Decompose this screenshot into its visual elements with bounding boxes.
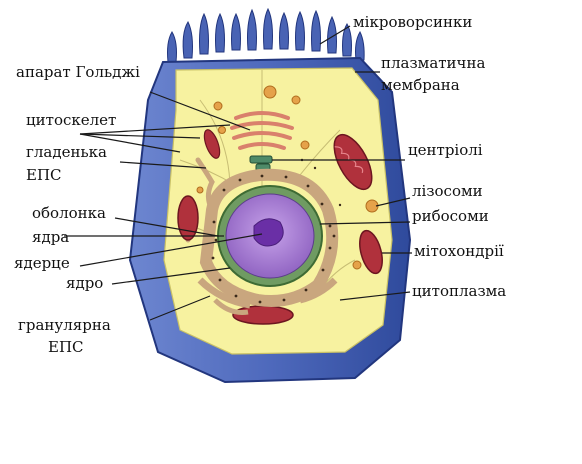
mitochondria <box>177 129 383 325</box>
label-envelope-line1: оболонка <box>32 204 106 222</box>
label-nucleolus: ядерце <box>14 254 70 272</box>
label-golgi: апарат Гольджі <box>16 63 140 81</box>
leader-lines <box>64 25 412 321</box>
rough-er <box>197 168 339 315</box>
label-rough-er-line1: гранулярна <box>18 316 111 334</box>
label-lysosomes: лізосоми <box>412 182 483 200</box>
microvilli-group <box>167 7 365 63</box>
label-membrane-line2: мембрана <box>381 76 460 94</box>
golgi-apparatus <box>230 111 294 150</box>
label-cytoskeleton: цитоскелет <box>26 111 116 129</box>
label-microvilli: мікроворсинки <box>353 13 472 31</box>
label-smooth-er-line2: ЕПС <box>26 166 62 184</box>
label-envelope-line2: ядра <box>32 228 69 246</box>
label-centrioles: центріолі <box>408 141 483 159</box>
label-smooth-er-line1: гладенька <box>26 143 107 161</box>
labels: мікроворсинки плазматична мембрана апара… <box>14 13 506 356</box>
label-ribosomes: рибосоми <box>412 207 489 225</box>
label-rough-er-line2: ЕПС <box>48 338 84 356</box>
label-nucleus: ядро <box>66 274 103 292</box>
vesicles <box>196 85 379 270</box>
label-cytoplasm: цитоплазма <box>412 282 506 300</box>
nucleolus <box>253 218 284 247</box>
label-membrane-line1: плазматична <box>381 54 485 72</box>
label-mitochondria: мітохондрії <box>414 242 504 260</box>
